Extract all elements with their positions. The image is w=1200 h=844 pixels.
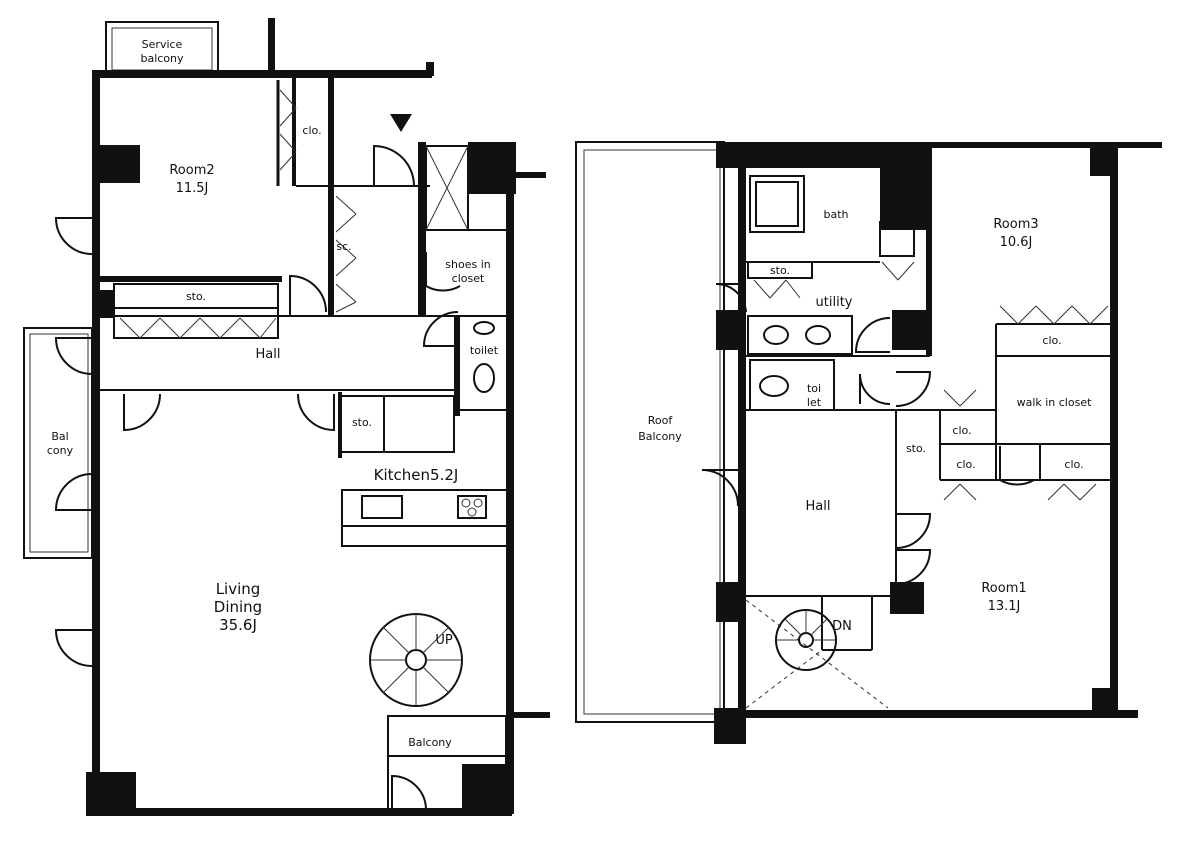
shoes-in-closet-label-line1: shoes in xyxy=(445,258,490,271)
first-floor-plan: Service balcony Room2 11.5J clo. sc. sho… xyxy=(23,18,550,816)
column xyxy=(462,764,512,816)
column xyxy=(92,145,140,183)
column xyxy=(468,142,516,194)
column xyxy=(714,708,746,744)
spiral-staircase-down xyxy=(775,609,837,671)
roof-balcony-label-line1: Roof xyxy=(648,414,674,427)
kitchen-storage-label: sto. xyxy=(352,416,372,429)
column xyxy=(1092,688,1118,718)
balcony-left-label-line2: cony xyxy=(47,444,74,457)
hall-storage-label: sto. xyxy=(186,290,206,303)
closet-a-label: clo. xyxy=(952,424,971,437)
shoe-cabinet-label: sc. xyxy=(336,240,351,253)
balcony-bottom-label: Balcony xyxy=(408,736,452,749)
closet-c-label: clo. xyxy=(1064,458,1083,471)
room2-label: Room2 xyxy=(169,163,214,178)
outer-wall-bottom xyxy=(92,808,512,816)
utility-label: utility xyxy=(816,295,853,310)
toilet-2f-label-line1: toi xyxy=(807,382,821,395)
closet-b-label: clo. xyxy=(956,458,975,471)
hall-2f-label: Hall xyxy=(806,499,831,514)
bath-label: bath xyxy=(823,208,848,221)
stair-down-label: DN xyxy=(832,619,852,634)
toilet-1f-label: toilet xyxy=(470,344,499,357)
column xyxy=(86,772,136,816)
outer-wall-left xyxy=(92,70,100,815)
room3-label: Room3 xyxy=(993,217,1038,232)
entrance-arrow-icon xyxy=(390,114,412,132)
column xyxy=(892,310,928,350)
room2-closet-label: clo. xyxy=(302,124,321,137)
roof-balcony-label-line2: Balcony xyxy=(638,430,682,443)
spiral-staircase-up xyxy=(369,613,463,707)
room2-size: 11.5J xyxy=(176,181,209,196)
shoes-in-closet-label-line2: closet xyxy=(452,272,485,285)
service-balcony-label-line2: balcony xyxy=(140,52,184,65)
second-floor-plan: bath Room3 10.6J sto. utility clo. toi l… xyxy=(575,141,1162,744)
living-label-line2: Dining xyxy=(214,598,262,616)
column xyxy=(716,582,746,622)
room3-closet-label: clo. xyxy=(1042,334,1061,347)
column xyxy=(716,310,746,350)
outer-wall-right xyxy=(506,142,514,814)
living-size: 35.6J xyxy=(219,616,257,634)
hall-label: Hall xyxy=(256,347,281,362)
column xyxy=(880,168,930,230)
toilet-2f-label-line2: let xyxy=(807,396,822,409)
walk-in-closet-label: walk in closet xyxy=(1017,396,1093,409)
room1-label: Room1 xyxy=(981,581,1026,596)
living-label-line1: Living xyxy=(216,580,261,598)
utility-storage-label: sto. xyxy=(770,264,790,277)
balcony-left-label-line1: Bal xyxy=(51,430,68,443)
room1-size: 13.1J xyxy=(988,599,1021,614)
storage-2f-label: sto. xyxy=(906,442,926,455)
outer-wall-top xyxy=(92,70,432,78)
stair-up-label: UP xyxy=(435,633,453,648)
service-balcony-label-line1: Service xyxy=(142,38,183,51)
roof-balcony-outline xyxy=(575,141,725,723)
column xyxy=(92,290,114,318)
room3-size: 10.6J xyxy=(1000,235,1033,250)
kitchen-label: Kitchen5.2J xyxy=(374,466,459,484)
